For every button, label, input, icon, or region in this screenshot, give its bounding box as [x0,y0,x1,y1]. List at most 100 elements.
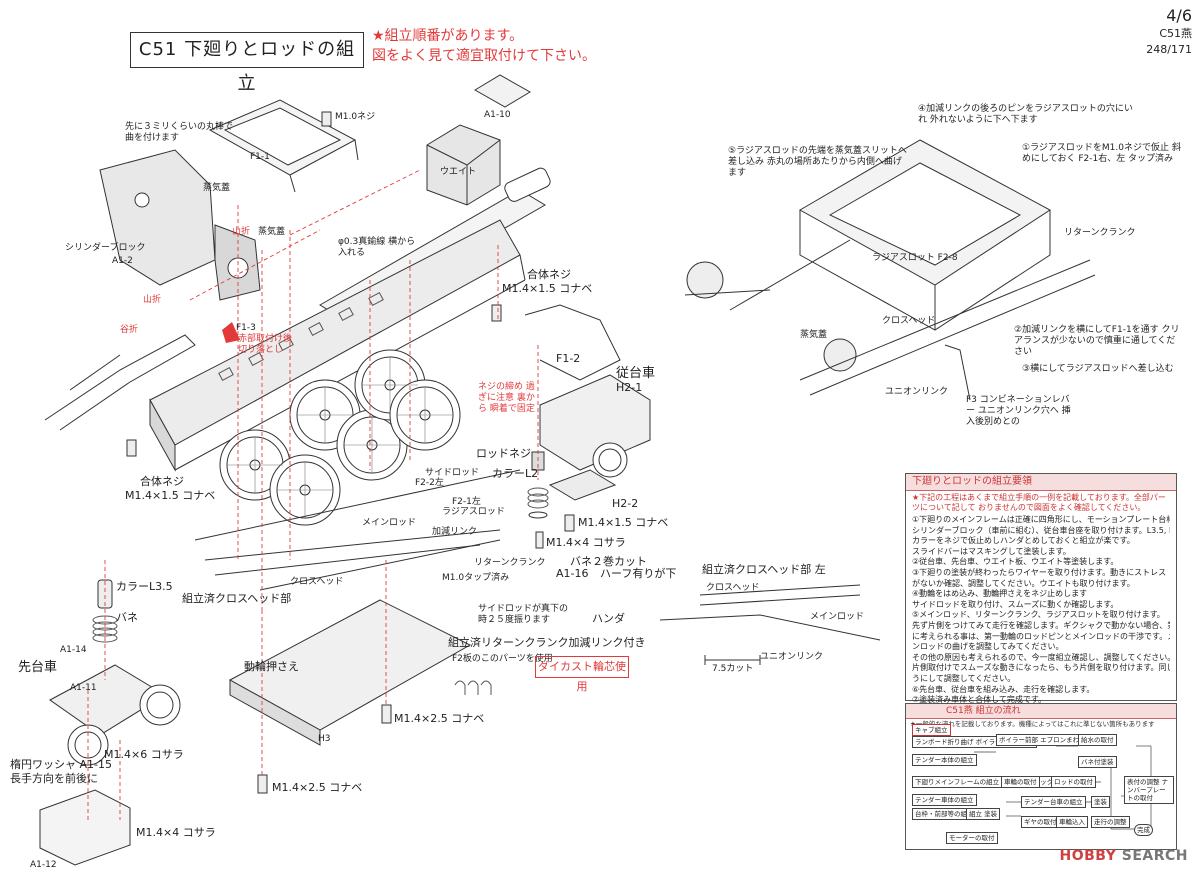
label-crosshead-right: クロスヘッド [882,316,936,326]
label-m14x15-center: M1.4×1.5 コナベ [578,516,669,529]
label-m14x6: M1.4×6 コサラ [104,748,184,761]
label-f2-2: F2-2左 [415,478,444,488]
assembly-instructions-panel: 下廻りとロッドの組立要領 ★下記の工程はあくまで組立手順の一例を記載しております… [905,473,1177,704]
label-wheel-press: 動輪押さえ [244,660,299,673]
flow-node: テンダー台車の組立 [1021,796,1086,808]
label-note-5: ⑤ラジアスロッドの先端を蒸気蓋スリットへ差し込み 赤丸の場所あたりから内側へ曲げ… [728,146,907,178]
label-mainrod-small: メインロッド [810,612,865,622]
instruction-step: ⑦塗装済み車体と合体して完成です。 [912,695,1047,705]
label-h3: H3 [318,734,331,744]
label-return-crank: リターンクランク [474,558,546,568]
flow-node: 給水の取付 [1078,734,1117,746]
label-f1-3: F1-3 [236,323,256,333]
instruction-step: 片側取付けでスムーズな動きになったら、もう片側を取り付けます。同じよ [912,663,1170,673]
instruction-step: ③下廻りの塗装が終わったらワイヤーを取り付けます。動きにストレス [912,567,1167,577]
instruction-step: ⑥先台車、従台車を組み込み、走行を確認します。 [912,684,1095,694]
flow-subtitle: ★一般的な流れを記載しております。機種によってはこれに準じない箇所もあります [910,720,1155,728]
label-gattai-screw-right: 合体ネジ [527,268,571,281]
watermark-brand: HOBBY [1059,848,1117,864]
label-a1-2: A1-2 [112,256,133,266]
label-radius-rod: ラジアスロッド [442,507,505,517]
flow-node: ギヤの取付 [1021,816,1060,828]
watermark-brand-2: SEARCH [1121,848,1188,864]
label-steam-dome-2: 蒸気蓋 [258,227,286,237]
flow-node: 車輪込入 [1056,816,1088,828]
label-m14x4-center: M1.4×4 コサラ [546,536,626,549]
flow-node: テンダー本体の組立 [912,754,977,766]
label-collar-l2: カラーL2 [492,467,539,480]
label-m14x25-b: M1.4×2.5 コナベ [272,781,363,794]
label-crosshead-left: 組立済クロスヘッド部 左 [702,563,826,576]
label-crosshead-small: クロスヘッド [706,583,760,593]
label-m10-tap: M1.0タップ済み [442,573,510,583]
model-label: C51燕 [1159,27,1192,40]
label-washer: 楕円ワッシャ A1-15 [10,758,112,771]
label-side-rod: サイドロッド [425,468,480,478]
label-f2-1: F2-1左 [452,497,481,507]
label-h2-1: H2-1 [616,381,643,394]
label-dim-75: 7.5カット [712,664,754,674]
label-m14x25-a: M1.4×2.5 コナベ [394,712,485,725]
flow-node: 組立 塗装 [966,808,1001,820]
label-a1-16: A1-16 [556,567,589,580]
label-steam-dome-right: 蒸気蓋 [800,330,828,340]
label-cylinder-block: シリンダーブロック [65,243,146,253]
label-m14x15-left: M1.4×1.5 コナベ [125,489,216,502]
label-assembled-return-crank: 組立済リターンクランク加減リンク付き [448,636,646,649]
flow-node: モーターの取付 [946,832,998,844]
instruction-step: カラーをネジで仮止めしハンダとめしておくと組立が楽です。 [912,536,1135,546]
label-radius-small: ラジアスロット F2-8 [872,253,958,263]
instruction-step: ⑤メインロッド、リターンクランク、ラジアスロットを取り付けます。 [912,610,1165,620]
label-handa: ハンダ [592,612,625,625]
label-rod-screw: ロッドネジ [476,447,531,460]
label-union-small: ユニオンリンク [760,652,824,662]
label-note-1: ①ラジアスロッドをM1.0ネジで仮止 斜めにしておく F2-1右、左 タップ済み [1022,143,1181,164]
flow-node: 完成 [1134,824,1153,836]
instruction-step: 先ず片側をつけてみて走行を確認します。ギクシャクで動かない場合、第一 [912,620,1170,630]
instruction-step: ④動輪をはめ込み、動輪押さえをネジ止めします [912,589,1088,599]
label-collar-l35: カラーL3.5 [116,580,173,593]
label-a1-14: A1-14 [60,645,87,655]
instruction-step: スライドバーはマスキングして塗装します。 [912,546,1071,556]
label-steam-dome-1: 蒸気蓋 [203,183,231,193]
label-note-3: ③横にしてラジアスロッドへ差し込む [1022,364,1174,374]
label-weight: ウエイト [440,167,477,177]
diecast-stamp: ダイカスト輪芯使用 [535,656,629,693]
label-link: 加減リンク [432,527,478,537]
label-nut-note: ネジの締め 過ぎに注意 裏から 瞬着で固定 [478,382,535,414]
label-f1-1: F1-1 [250,152,270,162]
instruction-step: その他の原因も考えられるので、今一度組立確認し、調整してください。 [912,652,1170,662]
page-number: 4/6 [1166,6,1192,25]
flow-node: テンダー車体の組立 [912,794,977,806]
label-crosshead: クロスヘッド [290,577,344,587]
scale-label: 248/171 [1146,43,1192,56]
label-red-cut: 赤部取付け後 切り落とし [238,334,293,355]
label-yamaori-1: 山折 [232,227,251,237]
instruction-step: サイドロッドを取り付け、スムーズに動くか確認します。 [912,599,1119,609]
assembly-flow-panel: C51燕 組立の流れ ★一般的な流れを記載しております。機種によってはこれに準じ… [905,703,1177,850]
model-name: C51燕 248/171 [1146,26,1192,58]
label-a1-11: A1-11 [70,683,97,693]
label-assembled-crosshead: 組立済クロスヘッド部 [182,592,292,605]
label-spring: バネ [116,611,138,624]
label-side-rod-note: サイドロッドが真下の時２５度振ります [478,604,569,625]
instruction-step: ①下廻りのメインフレームは正確に四角形にし、モーションプレート台枠 [912,515,1170,524]
label-m14x4-bottom: M1.4×4 コサラ [136,826,216,839]
flow-node: バネ付塗装 [1078,756,1117,768]
instruction-step: ンロッドの曲げを調整してみてください。 [912,642,1064,652]
label-f1-2: F1-2 [556,352,581,365]
instructions-heading: 下廻りとロッドの組立要領 [906,474,1176,491]
flow-node: 車輪の取付 [1001,776,1040,788]
instruction-step: がないか確認、調整してください。ウエイトも取り付けます。 [912,578,1135,588]
label-tanori: 谷折 [120,325,139,335]
flow-node: 表付の調整 ナンバープレートの取付 [1124,776,1174,804]
label-f2-pin: F2板のこのパーツを使用 [452,654,553,664]
label-bend-note: 先に３ミリくらいの丸棒で曲を付けます [125,122,234,143]
instructions-warning: ★下記の工程はあくまで組立手順の一例を記載しております。全部パーツについて記して… [912,493,1166,512]
label-spring-note: バネ２巻カット [570,555,647,568]
flow-node: ロッドの取付 [1051,776,1096,788]
label-f3-note: F3 コンビネーションレバー ユニオンリンク穴へ 挿入後別めとの [966,395,1071,427]
label-m14x15-right: M1.4×1.5 コナベ [502,282,593,295]
flow-node: 塗装 [1091,796,1110,808]
instruction-step: シリンダーブロック（車前に組む）、従台車台座を取り付けます。L3.5, L2 [912,525,1170,535]
